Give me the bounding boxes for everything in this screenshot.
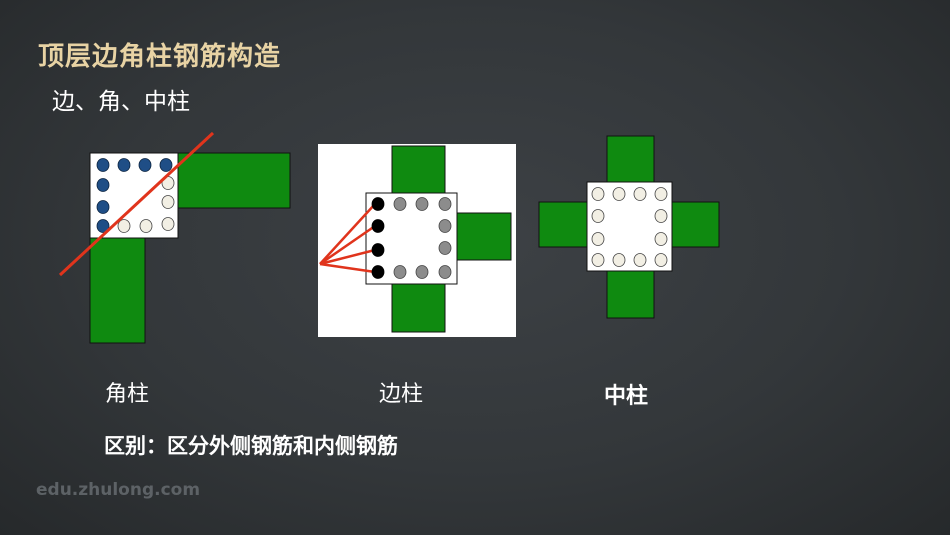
center-beam-top [606,135,655,184]
edge-column-label: 边柱 [379,382,424,407]
slide-title: 顶层边角柱钢筋构造 [38,42,282,72]
corner-beam-bottom [89,234,146,344]
corner-beam-right [177,152,291,209]
corner-column-diagram [58,131,291,344]
edge-indicator-lines [319,203,376,274]
edge-outer-rebars [371,197,385,279]
difference-note: 区别：区分外侧钢筋和内侧钢筋 [104,434,398,458]
corner-dividing-line [58,131,215,277]
corner-inner-rebars [117,176,175,233]
center-beam-right [670,201,720,248]
center-rebars [591,187,668,267]
center-column-diagram [538,135,720,319]
corner-outer-rebars [96,158,173,233]
center-beam-bottom [606,270,655,319]
center-beam-left [538,201,589,248]
corner-column-label: 角柱 [105,382,150,407]
watermark: edu.zhulong.com [36,480,201,500]
slide-subtitle: 边、角、中柱 [52,89,190,115]
edge-beam-right [455,212,512,261]
edge-inner-rebars [393,197,452,279]
center-column-label: 中柱 [604,384,649,409]
edge-column-diagram [318,144,516,337]
edge-beam-top [391,145,446,195]
edge-beam-bottom [391,283,446,333]
